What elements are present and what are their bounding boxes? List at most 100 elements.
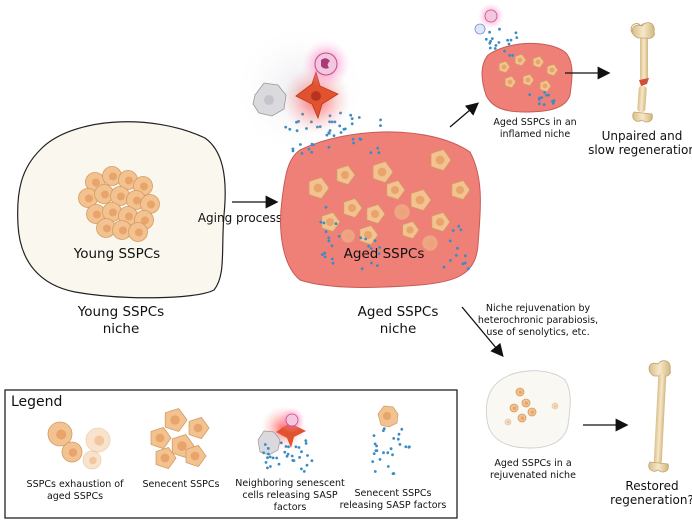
sasp-dot: [327, 239, 331, 243]
inflamed-cell-3: [546, 63, 559, 77]
legend-neighbor-dot: [267, 452, 270, 456]
sasp-dot: [291, 149, 295, 153]
rejuvenated-niche: [485, 370, 571, 449]
sasp-dot: [463, 254, 467, 258]
sasp-dot: [299, 143, 302, 146]
legend-neighbor-dot: [300, 450, 303, 454]
young-cell-6: [110, 186, 130, 206]
aged-cell-5-nucleus: [391, 186, 399, 194]
inflamed-dot: [542, 103, 546, 107]
legend-neighbor-dot: [302, 470, 306, 473]
rejuvenated-niche-blob: [485, 370, 571, 449]
sasp-dot: [456, 246, 459, 250]
sasp-dot: [373, 239, 377, 243]
aged-cells: [308, 149, 471, 252]
young-cell-4-nucleus: [84, 194, 93, 203]
inflamed-cell-3-nucleus: [549, 67, 555, 73]
inflamed-dot: [498, 27, 501, 31]
rejuvenated-cell-0-nucleus: [518, 390, 523, 394]
legend-exhausted-cell-d: [82, 450, 102, 470]
sasp-dot: [376, 264, 379, 267]
inflamed-dot: [540, 96, 544, 99]
legend-exhausted-cell-b-nucleus: [68, 448, 78, 457]
legend-exhausted-cell-a: [47, 421, 73, 447]
sasp-dot: [323, 251, 326, 255]
young-cell-12-nucleus: [140, 216, 149, 225]
young-cell-8-nucleus: [146, 200, 155, 209]
aged-faded-cell-0-nucleus: [399, 209, 407, 216]
legend-exhausted-cell-c: [85, 427, 111, 453]
sasp-dot: [358, 137, 362, 141]
legend-senescent-cell-2: [150, 427, 172, 449]
sasp-dot: [334, 222, 338, 226]
young-cell-10-nucleus: [108, 208, 117, 217]
sasp-dot: [331, 261, 335, 265]
sasp-dot: [360, 267, 364, 271]
legend-senescent-cell-5: [185, 445, 207, 467]
sasp-dot: [459, 228, 463, 232]
healthy-bone-icon: [648, 360, 671, 473]
legend-sasp-dot: [391, 453, 394, 457]
rejuvenated-faded-cell-0: [551, 402, 559, 410]
rejuvenated-caption-line2: rejuvenated niche: [490, 470, 576, 481]
sasp-dot: [330, 244, 334, 248]
inflamed-dot: [509, 38, 513, 42]
aged-cell-2: [372, 161, 394, 183]
young-cell-15-nucleus: [134, 228, 143, 237]
inflamed-cells: [498, 53, 559, 93]
aged-cell-9-nucleus: [406, 226, 414, 234]
inflamed-blue-cell: [474, 23, 486, 35]
inflamed-cell-6-nucleus: [542, 83, 548, 89]
sasp-dot: [351, 137, 355, 141]
aged-cell-4: [451, 180, 471, 200]
legend-sasp-dot: [389, 447, 393, 451]
young-cell-0-nucleus: [91, 178, 100, 187]
sasp-dot: [377, 151, 381, 155]
aged-cell-12: [359, 225, 379, 245]
sasp-dot: [325, 133, 329, 137]
legend-sasp-release-icon: [377, 405, 399, 428]
aged-faded-cell-2: [340, 228, 356, 244]
sasp-dot: [339, 131, 343, 134]
aged-cell-8: [366, 204, 386, 224]
young-cell-cluster: [78, 166, 160, 242]
rejuvenated-cells: [504, 387, 559, 426]
sasp-dot: [295, 129, 299, 133]
inflamed-dot: [515, 36, 519, 39]
sasp-dot: [291, 147, 295, 151]
inflamed-cell-1-nucleus: [517, 57, 523, 63]
good-outcome-line1: Restored: [625, 479, 678, 493]
aged-niche: Aged SSPCs: [232, 22, 481, 288]
legend-neighbor-dot: [266, 447, 270, 450]
sasp-dot: [343, 127, 347, 131]
inflamed-dot: [490, 37, 494, 40]
legend-senescent-cell-0: [164, 408, 188, 432]
legend-neighbor-dot: [310, 459, 314, 463]
inflamed-cell-4: [504, 75, 517, 89]
aged-cell-10: [431, 212, 451, 232]
inflamed-dot: [511, 54, 515, 57]
legend-neighbor-dots: [262, 439, 314, 473]
legend-sasp-dot: [372, 434, 376, 437]
aged-cell-11-nucleus: [326, 218, 334, 226]
sasp-dot: [357, 116, 361, 119]
legend-sasp-dot: [404, 445, 408, 449]
legend-neighbor-dot: [292, 459, 296, 462]
sasp-dot: [350, 122, 354, 126]
sasp-dot: [300, 152, 304, 155]
inflamed-cell-6: [539, 79, 552, 93]
inflamed-dots: [478, 27, 556, 107]
rejuvenated-cell-2: [527, 407, 537, 417]
bad-outcome-line2: slow regeneration: [588, 143, 692, 157]
inflamed-dot: [545, 93, 548, 97]
inflamed-dot: [484, 37, 488, 41]
legend-item-4-line2: releasing SASP factors: [340, 500, 447, 511]
legend-exhausted-cell-c-nucleus: [94, 435, 105, 446]
legend-sasp-dot: [400, 427, 404, 431]
sasp-dot: [338, 124, 342, 128]
inflamed-dot: [547, 93, 550, 97]
sasp-dot: [379, 118, 382, 122]
legend-item-3-line2: cells releasing SASP: [242, 490, 338, 501]
legend-title: Legend: [11, 394, 62, 410]
